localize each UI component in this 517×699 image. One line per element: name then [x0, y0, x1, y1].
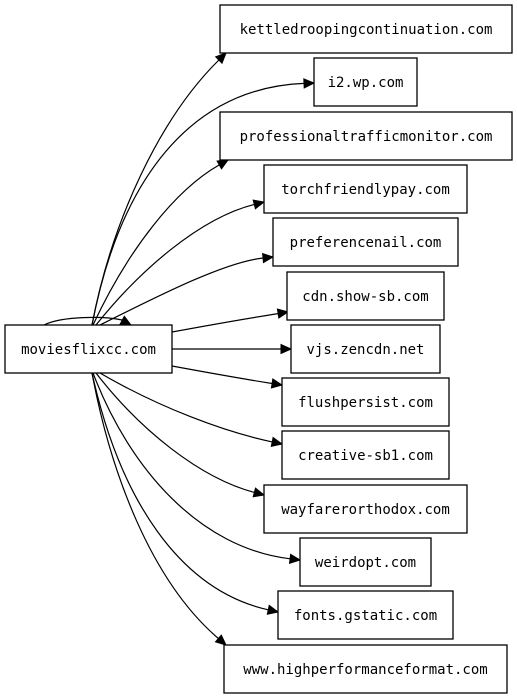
target-node: torchfriendlypay.com: [263, 164, 468, 214]
edge-11: [92, 372, 302, 565]
target-node: vjs.zencdn.net: [290, 324, 441, 374]
target-node: fonts.gstatic.com: [277, 590, 454, 640]
target-node: creative-sb1.com: [281, 430, 450, 480]
edge-line: [92, 372, 291, 560]
source-node: moviesflixcc.com: [4, 324, 173, 374]
edge-line: [99, 372, 273, 443]
node-box: [281, 430, 450, 480]
arrowhead: [119, 315, 133, 326]
node-box: [263, 164, 468, 214]
target-node: weirdopt.com: [299, 537, 432, 587]
edge-13: [91, 372, 227, 646]
node-box: [219, 4, 513, 54]
node-label: weirdopt.com: [315, 555, 416, 571]
target-node: preferencenail.com: [272, 217, 459, 267]
edge-1: [91, 52, 227, 326]
node-label: kettledroopingcontinuation.com: [240, 22, 493, 38]
edge-9: [99, 372, 284, 447]
arrowhead: [270, 436, 284, 447]
arrowhead: [303, 78, 316, 89]
target-node: www.highperformanceformat.com: [223, 644, 508, 694]
edge-self-loop: [43, 315, 133, 326]
nodes-layer: moviesflixcc.com kettledroopingcontinuati…: [4, 4, 513, 694]
node-label: preferencenail.com: [290, 235, 442, 251]
node-box: [223, 644, 508, 694]
edge-2: [91, 78, 316, 326]
edge-line: [171, 313, 279, 333]
node-label: www.highperformanceformat.com: [243, 662, 487, 678]
edge-line: [91, 82, 305, 326]
edge-line: [171, 365, 273, 385]
edge-6: [171, 308, 290, 333]
target-node: wayfarerorthodox.com: [263, 484, 468, 534]
target-node: professionaltrafficmonitor.com: [219, 111, 513, 161]
arrowhead: [262, 252, 275, 264]
node-label: professionaltrafficmonitor.com: [240, 129, 493, 145]
node-label: moviesflixcc.com: [21, 342, 156, 358]
edge-8: [171, 365, 284, 389]
arrowhead: [216, 159, 230, 170]
node-box: [277, 590, 454, 640]
arrowhead: [252, 487, 266, 498]
target-node: kettledroopingcontinuation.com: [219, 4, 513, 54]
node-box: [219, 111, 513, 161]
arrowhead: [214, 52, 227, 65]
node-label: torchfriendlypay.com: [281, 182, 450, 198]
node-label: fonts.gstatic.com: [294, 608, 437, 624]
target-node: flushpersist.com: [281, 377, 450, 427]
node-box: [290, 324, 441, 374]
arrowhead: [276, 308, 290, 319]
arrowhead: [266, 604, 280, 615]
node-box: [263, 484, 468, 534]
arrowhead: [270, 378, 284, 389]
arrowhead: [252, 199, 266, 210]
edge-line: [91, 59, 220, 326]
edge-4: [95, 199, 266, 326]
node-label: cdn.show-sb.com: [302, 289, 428, 305]
edge-line: [43, 316, 123, 326]
node-label: wayfarerorthodox.com: [281, 502, 450, 518]
edge-line: [91, 372, 219, 639]
edge-5: [99, 252, 275, 326]
target-node: cdn.show-sb.com: [286, 271, 445, 321]
node-label: flushpersist.com: [298, 395, 433, 411]
node-label: creative-sb1.com: [298, 448, 433, 464]
edge-7: [172, 343, 293, 355]
edge-line: [95, 372, 255, 493]
node-label: i2.wp.com: [328, 75, 404, 91]
edge-10: [95, 372, 266, 498]
target-node: i2.wp.com: [313, 57, 418, 107]
node-label: vjs.zencdn.net: [306, 342, 424, 358]
arrowhead: [214, 634, 227, 646]
node-box: [286, 271, 445, 321]
edge-line: [91, 372, 269, 611]
edges-layer: [43, 52, 316, 646]
node-box: [4, 324, 173, 374]
arrowhead: [288, 553, 302, 565]
node-box: [313, 57, 418, 107]
edge-line: [92, 164, 220, 326]
edge-line: [95, 203, 255, 326]
edge-12: [91, 372, 280, 615]
node-box: [281, 377, 450, 427]
node-box: [299, 537, 432, 587]
edge-line: [99, 257, 264, 326]
arrowhead: [280, 343, 293, 355]
node-box: [272, 217, 459, 267]
